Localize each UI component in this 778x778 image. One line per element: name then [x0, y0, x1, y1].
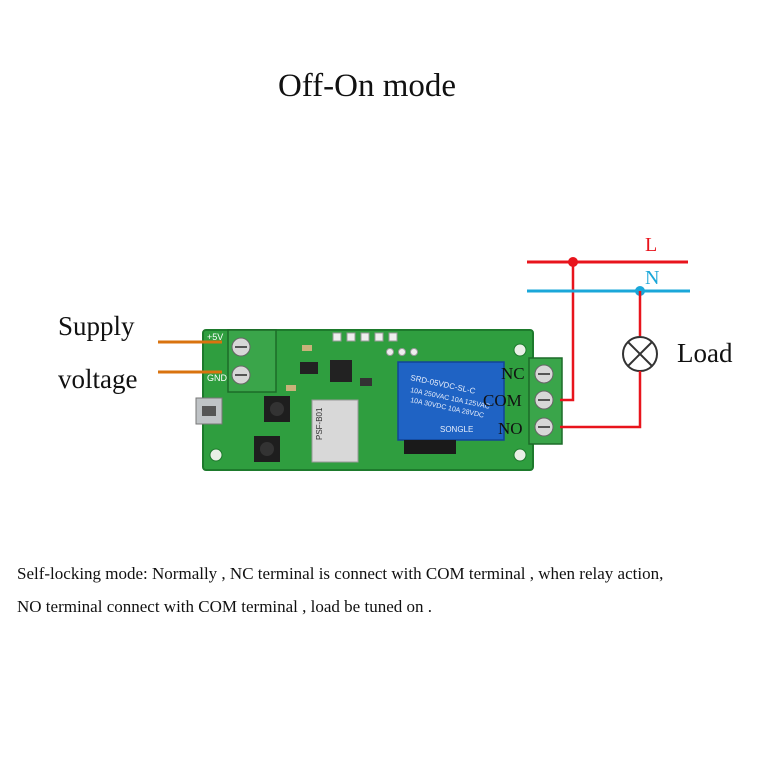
diode [360, 378, 372, 386]
load-return-wire [560, 371, 642, 429]
relay-brand: SONGLE [440, 425, 473, 434]
load-label: Load [677, 338, 733, 368]
supply-label-line2: voltage [58, 364, 138, 394]
terminal-com-label: COM [483, 391, 522, 410]
mounting-hole [513, 448, 527, 462]
live-drop-wire [560, 262, 575, 402]
description-line1: Self-locking mode: Normally , NC termina… [17, 564, 664, 583]
regulator-chip [330, 360, 352, 382]
mounting-hole [209, 448, 223, 462]
supply-label-line1: Supply [58, 311, 135, 341]
transistor [300, 362, 318, 374]
pin-gnd-label: GND [207, 373, 228, 383]
mounting-hole [513, 343, 527, 357]
smd-part [286, 385, 296, 391]
relay-base [404, 440, 456, 454]
header-pins [332, 332, 418, 356]
description-line2: NO terminal connect with COM terminal , … [17, 597, 432, 616]
page-title: Off-On mode [277, 68, 457, 104]
pin-plus-label: +5V [207, 332, 223, 342]
module-label: PSF-B01 [315, 407, 324, 440]
neutral-line-label: N [645, 267, 660, 289]
input-terminal-block [227, 329, 277, 393]
wifi-module [311, 399, 359, 463]
terminal-no-label: NO [498, 419, 523, 438]
smd-part [302, 345, 312, 351]
live-line-label: L [645, 234, 658, 256]
terminal-nc-label: NC [501, 364, 525, 383]
